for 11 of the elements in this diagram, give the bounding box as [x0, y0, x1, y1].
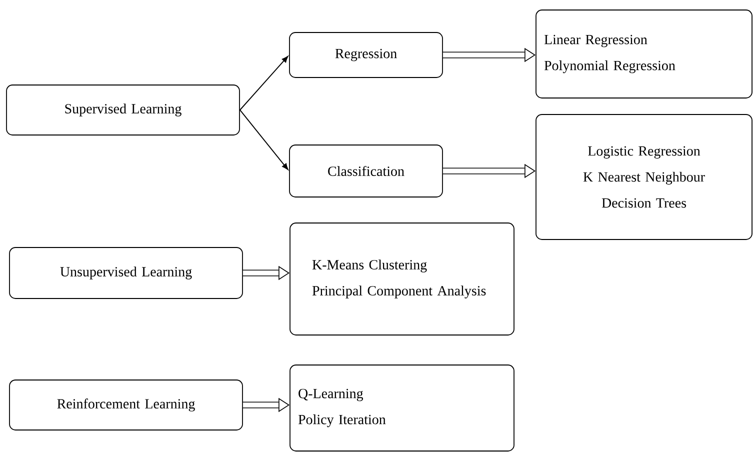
arrow: [239, 110, 288, 170]
algorithm-box: Q-Learning Policy Iteration: [290, 364, 514, 452]
algorithm-box: Linear Regression Polynomial Regression: [536, 10, 752, 98]
task-box: Regression: [289, 32, 443, 78]
task-box: Classification: [289, 144, 443, 198]
arrow: [239, 56, 288, 110]
algorithm-box: Logistic Regression K Nearest Neighbour Decision Trees: [536, 114, 752, 240]
category-box: Supervised Learning: [6, 84, 240, 136]
category-box: Reinforcement Learning: [9, 380, 243, 430]
algorithm-box: K-Means Clustering Principal Component Analysis: [290, 222, 514, 336]
category-box: Unsupervised Learning: [9, 247, 243, 299]
